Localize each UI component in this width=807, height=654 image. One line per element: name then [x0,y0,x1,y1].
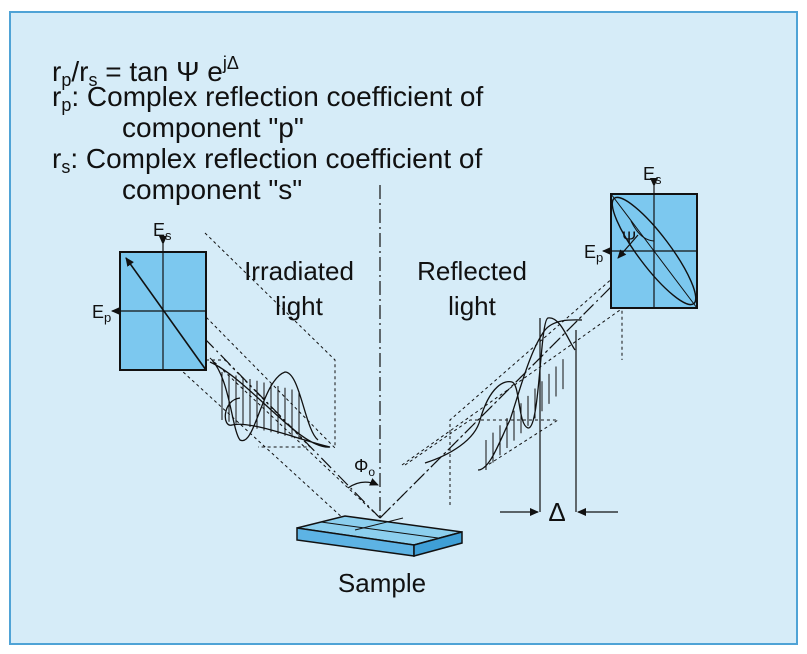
incident-polarization-panel [111,236,207,371]
incident-wave-hatching [221,372,300,440]
sample-plate [296,515,463,557]
incident-es-label: Es [153,220,172,243]
psi-indicator-arrow [617,234,639,259]
reflected-wave-s [477,319,583,471]
incident-wave-s [209,361,331,448]
incidence-angle-label: Φo [354,456,375,479]
reflected-beam [379,249,649,519]
reflected-wave-p [424,317,576,464]
reflected-light-label: Reflected [417,256,527,286]
reflected-polarization-panel [602,178,698,309]
definition-rp: rp: Complex reflection coefficient of [52,81,484,115]
psi-arc [630,220,655,242]
ellipsometry-equation: rp/rs = tan Ψ ejΔ [52,53,239,90]
reflected-envelope-upper [401,309,621,466]
definition-rp-continued: component "p" [122,112,304,143]
incidence-angle-arc [347,478,379,489]
definition-rs: rs: Complex reflection coefficient of [52,143,483,177]
phase-difference-label: Δ [548,497,565,527]
sample-side-face [413,531,463,557]
reflected-ep-label: Ep [584,242,603,265]
sample-grid-line-b [354,517,404,531]
incident-plane-p [204,232,336,450]
reflected-light-label-line2: light [448,291,496,321]
reflected-wave-hatching [485,359,564,470]
irradiated-light-label: Irradiated [244,256,354,286]
incident-envelope-upper [209,357,381,519]
sample-grid-line-a [320,521,439,539]
psi-label: Ψ [622,228,636,247]
linear-polarization-arrow [125,257,207,371]
reflected-es-label: Es [643,164,662,187]
reflected-axis [379,249,649,519]
sample-label: Sample [338,568,426,598]
incident-plane-s [170,359,312,448]
reflected-envelope-mid [379,312,586,519]
incident-wave-p [211,359,319,442]
incident-ep-label: Ep [92,302,111,325]
ellipse-major-axis [610,193,698,309]
definition-rs-continued: component "s" [122,174,303,205]
irradiated-light-label-line2: light [275,291,323,321]
